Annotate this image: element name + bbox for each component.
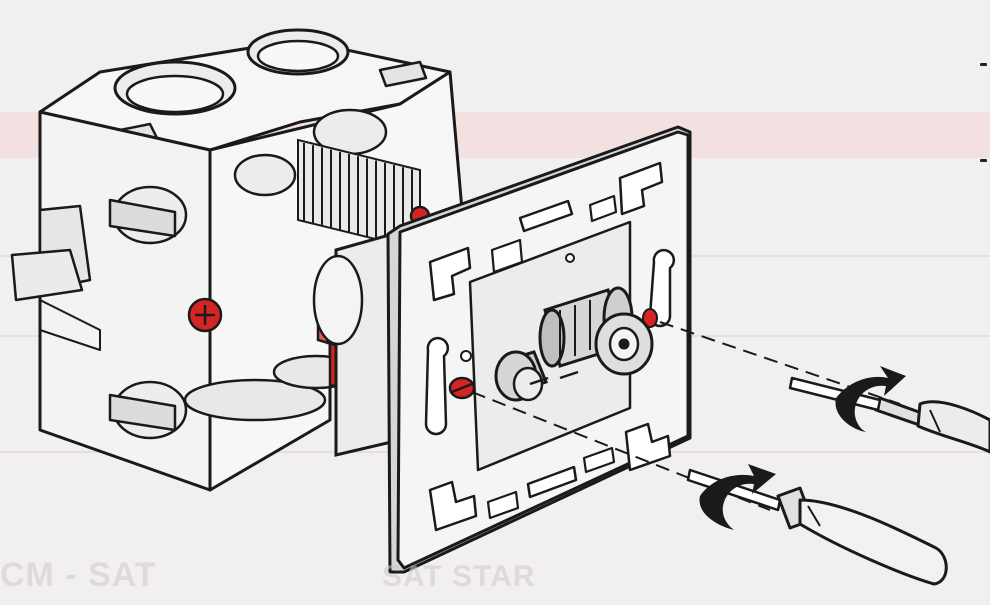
edge-mark: [980, 63, 987, 66]
insert-body: [312, 230, 402, 457]
socket-faceplate: [386, 125, 692, 574]
box-side-clip: [10, 248, 84, 302]
edge-mark: [980, 159, 987, 162]
box-edge-detail: [39, 299, 101, 351]
side-peg: [108, 393, 177, 432]
front-knockout: [233, 153, 297, 197]
screw-icon: [642, 308, 658, 328]
side-peg: [108, 198, 177, 238]
edge-marks: [978, 55, 988, 175]
bottom-knockout: [183, 378, 327, 422]
screw-icon: [448, 376, 476, 400]
plate-slot: [518, 199, 574, 233]
screw-icon: [187, 297, 223, 333]
screwdriver-icon: [686, 468, 948, 586]
curved-arrow-icon: [699, 464, 776, 530]
box-left-face: [38, 110, 212, 492]
box-grille: [297, 138, 421, 252]
screwdriver-icon: [788, 376, 990, 454]
knockout-hole-inner: [256, 39, 340, 73]
curved-arrow-icon: [835, 366, 906, 432]
plate-slot: [526, 465, 578, 499]
box-tab: [378, 60, 428, 88]
coax-connector-large: [538, 286, 654, 376]
knockout-hole-inner: [125, 74, 225, 114]
coax-connector-small: [494, 350, 579, 402]
keyhole-slot: [424, 336, 450, 436]
